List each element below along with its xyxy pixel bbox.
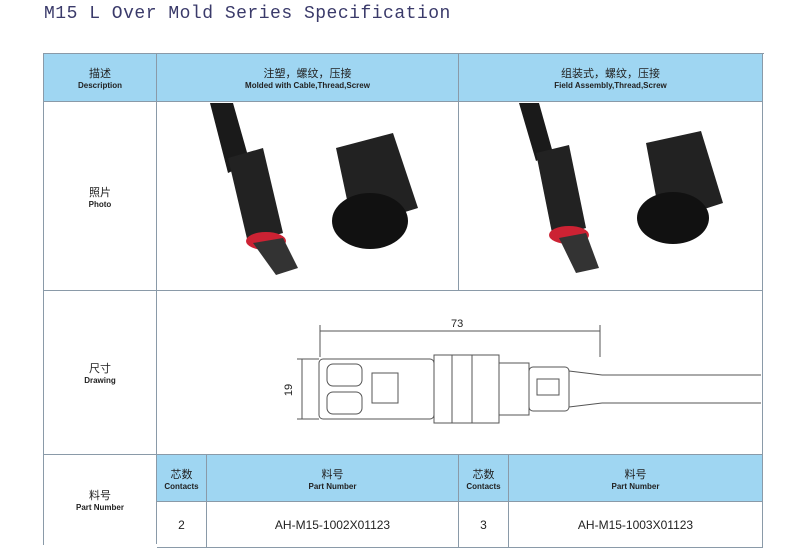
connector-photo-field <box>518 102 723 273</box>
photo-molded <box>157 102 459 291</box>
contacts-value-2: 3 <box>459 502 509 548</box>
drawing-cell: 73 19 <box>157 291 763 455</box>
dimension-length: 73 <box>451 318 464 330</box>
label-en: Field Assembly,Thread,Screw <box>554 81 667 90</box>
label-zh: 料号 <box>624 468 647 481</box>
dimension-drawing <box>297 325 761 424</box>
label-zh: 料号 <box>89 490 111 502</box>
label-zh: 芯数 <box>472 468 495 481</box>
contacts-header-2: 芯数 Contacts <box>459 455 509 502</box>
label-en: Contacts <box>466 481 501 491</box>
part-number-value-1: AH-M15-1002X01123 <box>207 502 459 548</box>
dimension-height: 19 <box>283 383 296 397</box>
contacts-value: 2 <box>178 517 185 532</box>
label-zh: 尺寸 <box>89 363 111 375</box>
spec-table <box>43 53 764 545</box>
contacts-header-1: 芯数 Contacts <box>157 455 207 502</box>
photo-field-assembly <box>459 102 763 291</box>
label-en: Drawing <box>84 376 116 385</box>
label-en: Molded with Cable,Thread,Screw <box>245 81 370 90</box>
photo-label: 照片 Photo <box>44 102 157 291</box>
label-en: Photo <box>88 199 112 209</box>
part-number-value-2: AH-M15-1003X01123 <box>509 502 763 548</box>
page-title: M15 L Over Mold Series Specification <box>44 4 451 24</box>
label-zh: 描述 <box>89 68 111 80</box>
header-description: 描述 Description <box>44 54 157 102</box>
label-en: Description <box>77 81 122 90</box>
header-molded: 注塑，螺纹，压接 Molded with Cable,Thread,Screw <box>157 54 459 102</box>
label-zh: 芯数 <box>170 468 193 481</box>
part-number-header-1: 料号 Part Number <box>207 455 459 502</box>
label-zh: 注塑，螺纹，压接 <box>263 68 352 80</box>
label-en: Part Number <box>75 503 124 512</box>
label-en: Part Number <box>308 481 357 491</box>
part-number-value: AH-M15-1002X01123 <box>274 517 391 532</box>
part-number-label: 料号 Part Number <box>44 455 157 544</box>
label-en: Part Number <box>611 481 660 491</box>
part-number-header-2: 料号 Part Number <box>509 455 763 502</box>
drawing-label: 尺寸 Drawing <box>44 291 157 455</box>
connector-photo-molded <box>209 102 418 275</box>
label-en: Contacts <box>164 481 199 491</box>
contacts-value: 3 <box>480 517 487 532</box>
header-field-assembly: 组装式，螺纹，压接 Field Assembly,Thread,Screw <box>459 54 763 102</box>
label-zh: 照片 <box>89 186 111 199</box>
label-zh: 料号 <box>321 468 344 481</box>
label-zh: 组装式，螺纹，压接 <box>561 68 660 80</box>
contacts-value-1: 2 <box>157 502 207 548</box>
part-number-value: AH-M15-1003X01123 <box>577 517 694 532</box>
